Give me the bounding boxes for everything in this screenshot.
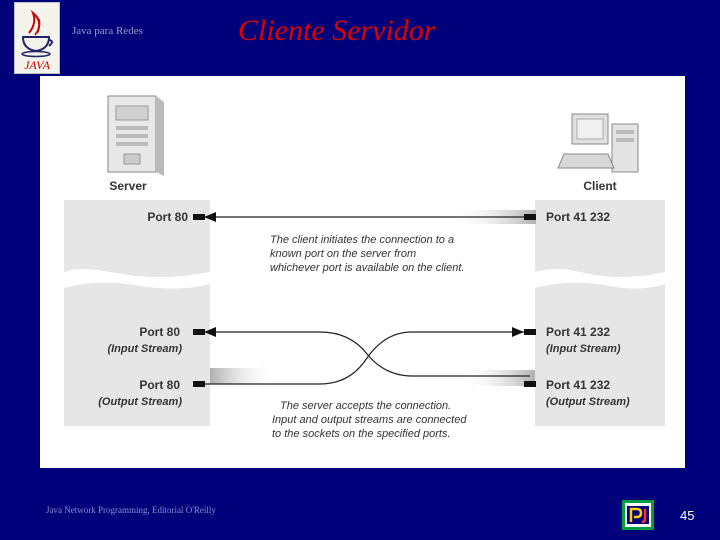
stream-line-server-in [204, 331, 530, 377]
pj-logo-icon [622, 500, 654, 530]
client-paper-bottom [535, 282, 665, 426]
server-icon [107, 95, 164, 176]
note-bottom-line-1: The server accepts the connection. [280, 400, 451, 412]
server-port-out: Port 80 [139, 378, 180, 392]
arrowhead-top [204, 212, 216, 222]
computer-icon [557, 113, 639, 173]
diagram-panel: Server Client Port 80 Port 41 232 The cl… [40, 76, 685, 468]
client-port-out: Port 41 232 [546, 378, 610, 392]
server-socket-in [193, 329, 205, 335]
server-paper-top [64, 200, 210, 277]
arrowhead-client-in [512, 327, 524, 337]
course-label: Java para Redes [72, 25, 143, 37]
server-port-top: Port 80 [147, 210, 188, 224]
note-bottom-line-2: Input and output streams are connected [272, 414, 467, 426]
note-bottom-line-3: to the sockets on the specified ports. [272, 428, 451, 440]
client-port-in: Port 41 232 [546, 325, 610, 339]
server-port-in: Port 80 [139, 325, 180, 339]
page-number: 45 [680, 508, 695, 523]
client-label: Client [583, 179, 616, 193]
client-socket-top [524, 214, 536, 220]
server-out-label: (Output Stream) [98, 396, 182, 408]
arrowhead-server-in [204, 327, 216, 337]
server-paper-bottom [64, 282, 210, 426]
shadow-arrow-server-out [210, 362, 276, 390]
source-citation: Java Network Programming, Editorial O'Re… [46, 505, 216, 515]
server-socket-out [193, 381, 205, 387]
client-socket-in [524, 329, 536, 335]
stream-line-server-out [204, 331, 530, 385]
java-logo: JAVA [14, 2, 60, 74]
client-out-label: (Output Stream) [546, 396, 630, 408]
note-top-line-2: known port on the server from [270, 248, 416, 260]
shadow-arrow-client-out [460, 364, 535, 392]
client-socket-out [524, 381, 536, 387]
slide-title: Cliente Servidor [238, 14, 436, 47]
server-socket-top [193, 214, 205, 220]
client-paper-top [535, 200, 665, 277]
server-label: Server [109, 179, 147, 193]
server-in-label: (Input Stream) [107, 343, 182, 355]
note-top-line-3: whichever port is available on the clien… [270, 262, 464, 274]
note-top-line-1: The client initiates the connection to a [270, 234, 454, 246]
client-server-diagram: Server Client Port 80 Port 41 232 The cl… [64, 95, 665, 440]
logo-text: JAVA [24, 58, 50, 72]
client-port-top: Port 41 232 [546, 210, 610, 224]
client-in-label: (Input Stream) [546, 343, 621, 355]
